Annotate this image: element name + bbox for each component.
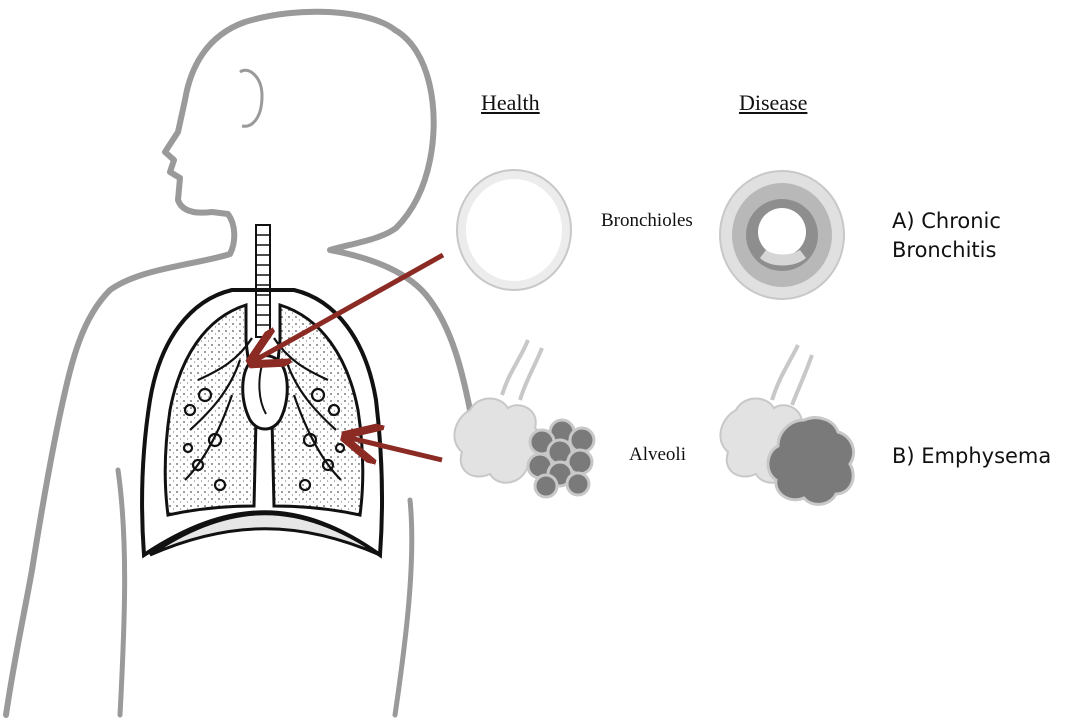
- torso-left-side: [118, 470, 125, 715]
- alveolar-cluster: [528, 420, 594, 497]
- health-header: Health: [481, 90, 540, 116]
- diseased-alveoli: [720, 345, 853, 504]
- disease-header: Disease: [739, 90, 807, 116]
- healthy-alveoli: [454, 340, 594, 497]
- heart: [243, 356, 288, 430]
- emphysema-label: B) Emphysema: [892, 442, 1051, 471]
- chronic-bronchitis-line-1: A) Chronic: [892, 207, 1001, 236]
- chronic-bronchitis-line-2: Bronchitis: [892, 236, 1001, 265]
- torso-right-side: [395, 500, 412, 715]
- bronchioles-label: Bronchioles: [601, 210, 693, 232]
- diseased-bronchiole: [720, 171, 844, 299]
- trachea: [256, 225, 270, 337]
- body-back-outline: [330, 30, 470, 410]
- chronic-bronchitis-label: A) Chronic Bronchitis: [892, 207, 1001, 265]
- ear-outline: [240, 70, 262, 126]
- healthy-bronchiole: [457, 170, 571, 290]
- diaphragm: [150, 514, 380, 555]
- alveoli-label: Alveoli: [629, 444, 686, 466]
